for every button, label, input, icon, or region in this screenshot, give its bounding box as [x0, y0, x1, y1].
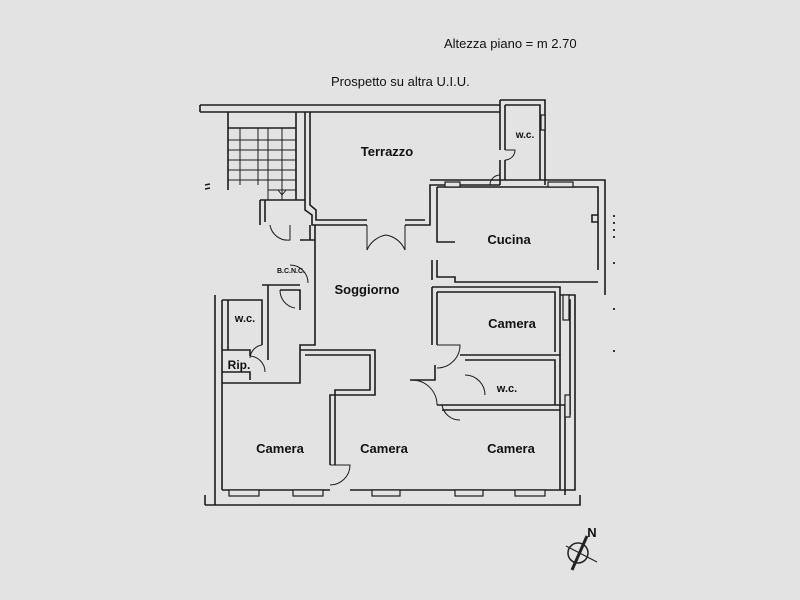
elevation-note: Prospetto su altra U.I.U. — [331, 74, 470, 89]
stairs — [228, 128, 296, 200]
room-label-rip: Rip. — [228, 358, 251, 372]
boundary-marks — [613, 215, 615, 352]
windows — [228, 114, 574, 497]
room-label-soggiorno: Soggiorno — [335, 282, 400, 297]
north-compass-icon: N — [565, 525, 598, 571]
room-label-bcnc: B.C.N.C. — [277, 268, 305, 275]
room-label-camera-right-top: Camera — [488, 316, 536, 331]
room-label-wc-right: w.c. — [496, 383, 517, 395]
room-label-camera-left: Camera — [256, 441, 304, 456]
floor-height-note: Altezza piano = m 2.70 — [444, 36, 577, 51]
room-label-wc-top: w.c. — [515, 130, 535, 141]
room-label-cucina: Cucina — [487, 232, 531, 247]
room-label-terrazzo: Terrazzo — [361, 144, 414, 159]
walls — [199, 99, 606, 506]
room-label-wc-left: w.c. — [234, 313, 255, 325]
room-label-camera-right-bottom: Camera — [487, 441, 535, 456]
room-label-camera-center: Camera — [360, 441, 408, 456]
compass-north-label: N — [587, 525, 596, 540]
doors — [249, 149, 516, 486]
